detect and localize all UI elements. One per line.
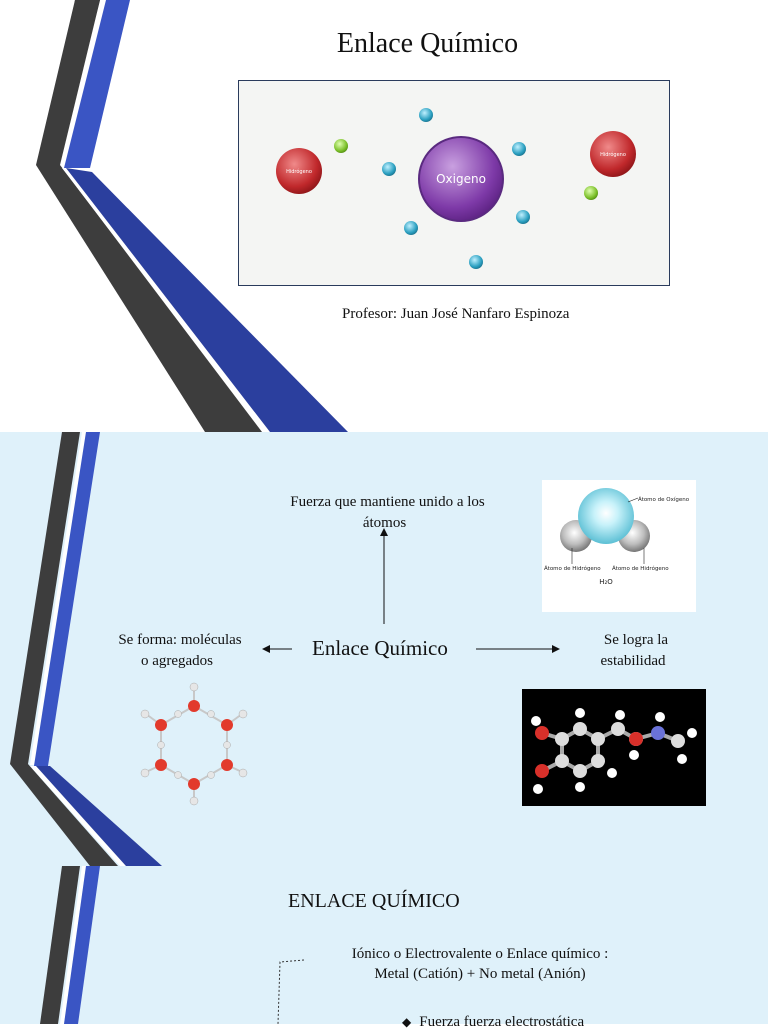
ring-molecule-image	[140, 682, 248, 806]
atom-diagram: Oxigeno Hidrógeno Hidrógeno	[238, 80, 670, 286]
hydrogen-callout-right: Átomo de Hidrógeno	[612, 565, 669, 572]
oxygen-sphere	[578, 488, 634, 544]
formation-text: Se forma: moléculas o agregados	[118, 632, 242, 669]
dashed-connector	[277, 959, 305, 1024]
cut-off-text: ◆Fuerza fuerza electrostática	[402, 1014, 585, 1030]
decorative-chevron	[36, 0, 348, 432]
electron	[404, 221, 418, 235]
slide-1: Enlace Químico Oxigeno Hidrógeno	[0, 0, 768, 432]
hydrogen-callout-left: Átomo de Hidrógeno	[544, 565, 601, 572]
oxygen-atom	[418, 136, 504, 222]
ionic-bond-definition: Iónico o Electrovalente o Enlace químico…	[351, 946, 609, 982]
slide-3-title: ENLACE QUÍMICO	[288, 890, 460, 912]
hydrogen-atom-right	[590, 131, 636, 177]
slide-title: Enlace Químico	[336, 28, 519, 59]
decorative-chevron	[40, 866, 100, 1024]
hydrogen-label-left: Hidrógeno	[286, 168, 312, 175]
water-formula: H₂O	[599, 578, 613, 586]
electron-green	[334, 139, 348, 153]
hydrogen-label-right: Hidrógeno	[600, 151, 626, 158]
oxygen-label: Oxigeno	[436, 172, 486, 186]
definition-text: Fuerza que mantiene unido a los átomos	[290, 494, 485, 531]
slide-3	[0, 866, 768, 1024]
stability-text: Se logra la estabilidad	[600, 632, 669, 669]
electron	[516, 210, 530, 224]
oxygen-callout: Átomo de Oxígeno	[638, 496, 690, 503]
electron	[382, 162, 396, 176]
electron	[419, 108, 433, 122]
decorative-chevron	[10, 432, 162, 866]
electron-green	[584, 186, 598, 200]
professor-name: Profesor: Juan José Nanfaro Espinoza	[342, 306, 570, 322]
diamond-bullet-icon: ◆	[402, 1015, 412, 1029]
electron	[469, 255, 483, 269]
molecule-model-image	[522, 689, 706, 806]
electron	[512, 142, 526, 156]
hydrogen-atom-left	[276, 148, 322, 194]
water-molecule-image: Átomo de Oxígeno Átomo de Hidrógeno Átom…	[542, 480, 696, 612]
concept-center: Enlace Químico	[312, 636, 448, 660]
